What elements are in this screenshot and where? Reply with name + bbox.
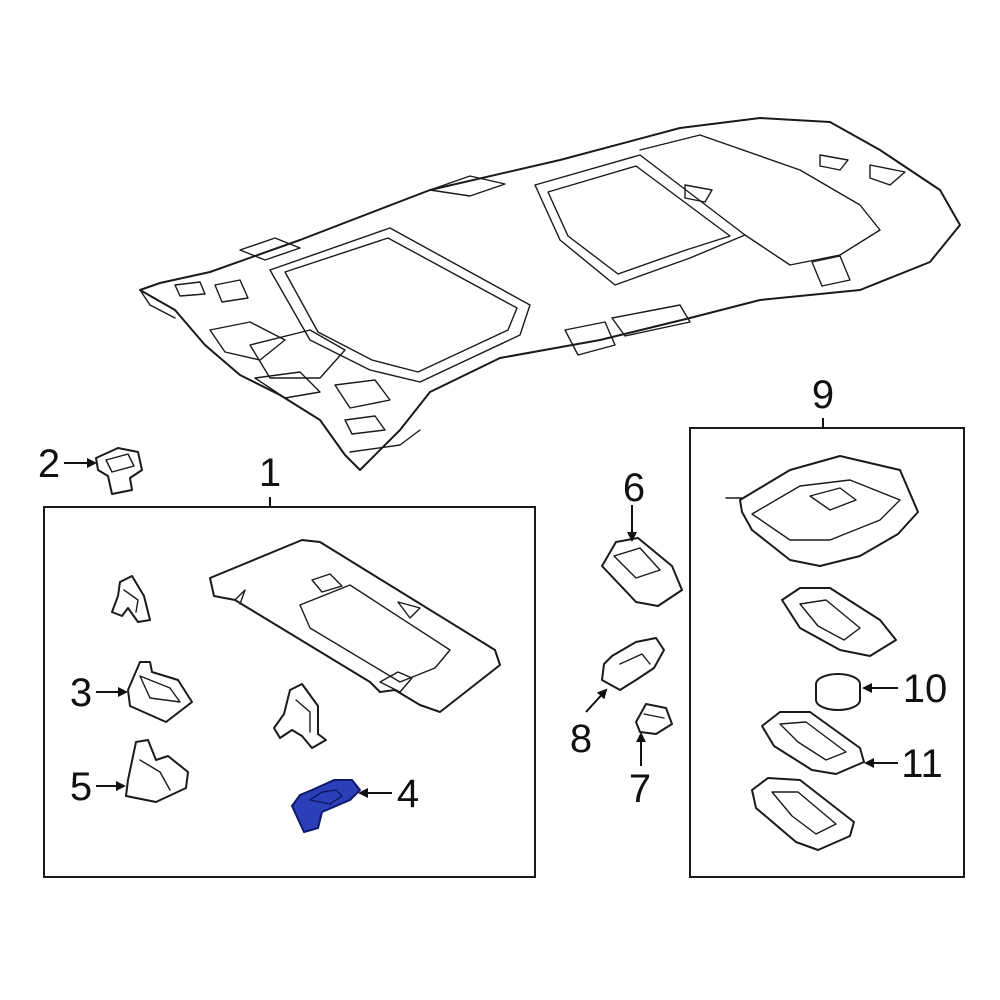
callout-1: 1 [259,451,281,495]
callout-4: 4 [397,772,419,816]
callout-labels: 1 2 3 4 5 6 7 8 9 10 11 [38,373,947,816]
part-7-cap[interactable] [635,703,673,735]
part-6-lamp[interactable] [601,537,683,607]
callout-3: 3 [70,671,92,715]
callout-10: 10 [903,667,948,711]
group-box-9 [689,427,965,878]
console-cover[interactable] [751,777,855,851]
console-housing[interactable] [781,587,897,657]
part-10-knob[interactable] [815,673,861,711]
overhead-console[interactable] [725,455,919,567]
callout-9: 9 [812,373,834,417]
part-3-holder[interactable] [127,661,193,723]
callout-6: 6 [623,466,645,510]
part-8-connector[interactable] [601,637,665,691]
part-5-bracket[interactable] [125,739,189,803]
sun-visor[interactable] [209,539,501,713]
part-2-clip[interactable] [95,447,143,495]
callout-7: 7 [629,767,651,811]
group-box-1 [43,506,536,878]
callout-11: 11 [901,742,943,786]
visor-clip-middle[interactable] [273,683,327,749]
headliner-panel[interactable] [139,117,961,471]
visor-clip-small[interactable] [111,575,151,623]
callout-8: 8 [570,717,592,761]
leader-lines [64,418,898,798]
part-4-highlighted[interactable] [291,779,361,833]
callout-2: 2 [38,442,60,486]
callout-5: 5 [70,765,92,809]
part-11-lens[interactable] [761,711,865,775]
